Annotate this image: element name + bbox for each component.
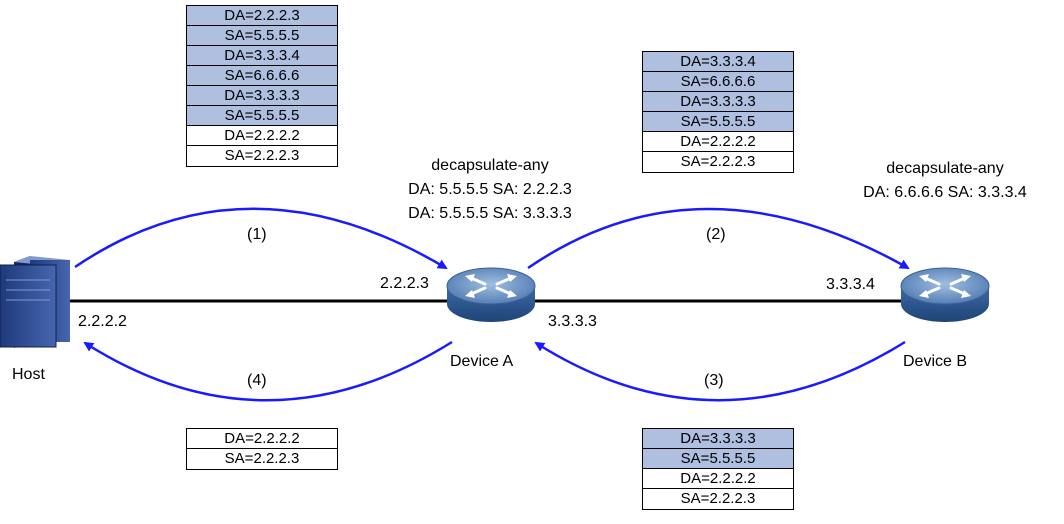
packet-header-row-inner: DA=2.2.2.2 xyxy=(187,429,337,449)
packet-header-row-outer: SA=5.5.5.5 xyxy=(187,106,337,126)
packet-header-row-outer: SA=5.5.5.5 xyxy=(643,112,793,132)
flow-arrow-4 xyxy=(83,340,453,402)
device-a-config-rule: DA: 5.5.5.5 SA: 3.3.3.3 xyxy=(408,205,572,222)
flow-arrow-2 xyxy=(527,207,910,270)
device-a-config-rule: DA: 5.5.5.5 SA: 2.2.2.3 xyxy=(408,181,572,198)
packet-header-row-outer: DA=3.3.3.4 xyxy=(187,46,337,66)
router-icon xyxy=(900,267,990,322)
step-label-1: (1) xyxy=(247,226,267,243)
device-a-label: Device A xyxy=(450,353,514,370)
packet-header-row-outer: DA=2.2.2.3 xyxy=(187,6,337,26)
server-icon xyxy=(0,256,70,348)
packet-header-row-outer: DA=3.3.3.3 xyxy=(643,429,793,449)
device-a-right-interface-address: 3.3.3.3 xyxy=(548,313,597,330)
packet-header-row-outer: DA=3.3.3.3 xyxy=(187,86,337,106)
packet-header-row-inner: SA=2.2.2.3 xyxy=(224,147,300,164)
host-interface-address: 2.2.2.2 xyxy=(78,313,127,330)
packet-header-row-inner: SA=2.2.2.3 xyxy=(680,490,756,507)
flow-arrow-1 xyxy=(74,207,448,270)
router-icon xyxy=(446,267,536,322)
packet-header-row-outer: DA=3.3.3.3 xyxy=(643,92,793,112)
packet-header-row-inner: DA=2.2.2.2 xyxy=(187,126,337,146)
step-label-2: (2) xyxy=(706,226,726,243)
device-b-config-title: decapsulate-any xyxy=(886,160,1004,177)
packet-header-row-outer: SA=5.5.5.5 xyxy=(187,26,337,46)
device-b-config: decapsulate-any DA: 6.6.6.6 SA: 3.3.3.4 xyxy=(830,160,1060,202)
device-a-config-title: decapsulate-any xyxy=(431,157,549,174)
packet-header-row-inner: SA=2.2.2.3 xyxy=(680,153,756,170)
packet-header-row-outer: DA=3.3.3.4 xyxy=(643,52,793,72)
device-b-config-rule: DA: 6.6.6.6 SA: 3.3.3.4 xyxy=(863,184,1027,201)
step-label-4: (4) xyxy=(247,372,267,389)
device-a-left-interface-address: 2.2.2.3 xyxy=(380,275,429,292)
packet-header-row-inner: SA=2.2.2.3 xyxy=(224,450,300,467)
device-b-left-interface-address: 3.3.3.4 xyxy=(826,276,875,293)
packet-header-row-outer: SA=6.6.6.6 xyxy=(187,66,337,86)
packet-header-row-outer: SA=5.5.5.5 xyxy=(643,449,793,469)
flow-arrow-3 xyxy=(534,340,906,402)
packet-header-row-inner: DA=2.2.2.2 xyxy=(643,469,793,489)
host-label: Host xyxy=(12,366,45,383)
step-label-3: (3) xyxy=(704,372,724,389)
device-a-config: decapsulate-any DA: 5.5.5.5 SA: 2.2.2.3 … xyxy=(370,157,610,223)
packet-header-row-inner: DA=2.2.2.2 xyxy=(643,132,793,152)
packet-header-row-outer: SA=6.6.6.6 xyxy=(643,72,793,92)
device-b-label: Device B xyxy=(903,353,968,370)
